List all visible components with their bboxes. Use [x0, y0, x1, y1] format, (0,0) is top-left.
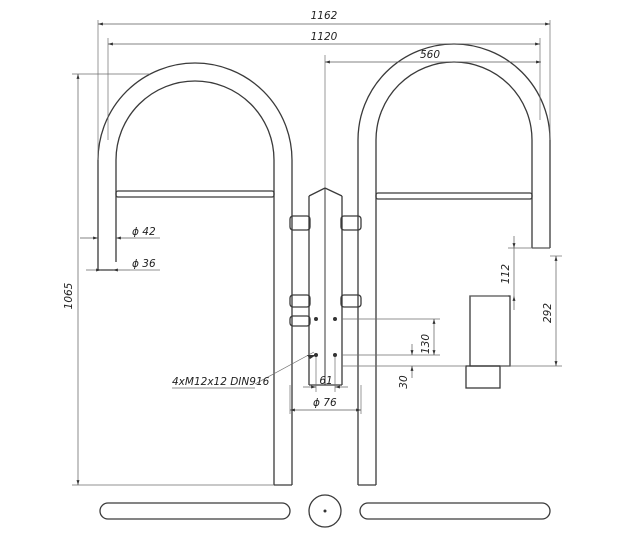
- dim-post-offset: 61: [319, 375, 332, 387]
- fastener-callout: 4xM12x12 DIN916: [172, 376, 270, 388]
- dim-inner-width: 1120: [311, 31, 338, 43]
- bolt-hole: [333, 353, 337, 357]
- bolt-hole: [333, 317, 337, 321]
- bolt-holes: [314, 317, 337, 357]
- dim-total-width: 1162: [311, 10, 338, 22]
- dim-post-diameter: ϕ 76: [313, 397, 337, 409]
- plan-view: [99, 494, 551, 528]
- dim-bolt-offset: 30: [398, 375, 410, 389]
- dim-height-292: 292: [542, 303, 554, 323]
- dim-inner-diameter: ϕ 36: [132, 258, 156, 270]
- bolt-hole: [314, 317, 318, 321]
- dim-half-width: 560: [420, 49, 440, 61]
- mount-bracket: [465, 295, 511, 389]
- dim-height-112: 112: [500, 264, 512, 284]
- dim-total-height: 1065: [63, 282, 75, 309]
- dimensions: 1162 1120 560 ϕ 42 ϕ 36 1065 112: [63, 10, 562, 486]
- right-handrail: [357, 43, 551, 486]
- dim-outer-diameter: ϕ 42: [132, 226, 156, 238]
- central-post: [289, 187, 362, 386]
- left-handrail: [97, 62, 293, 486]
- dim-bolt-spacing: 130: [420, 334, 432, 354]
